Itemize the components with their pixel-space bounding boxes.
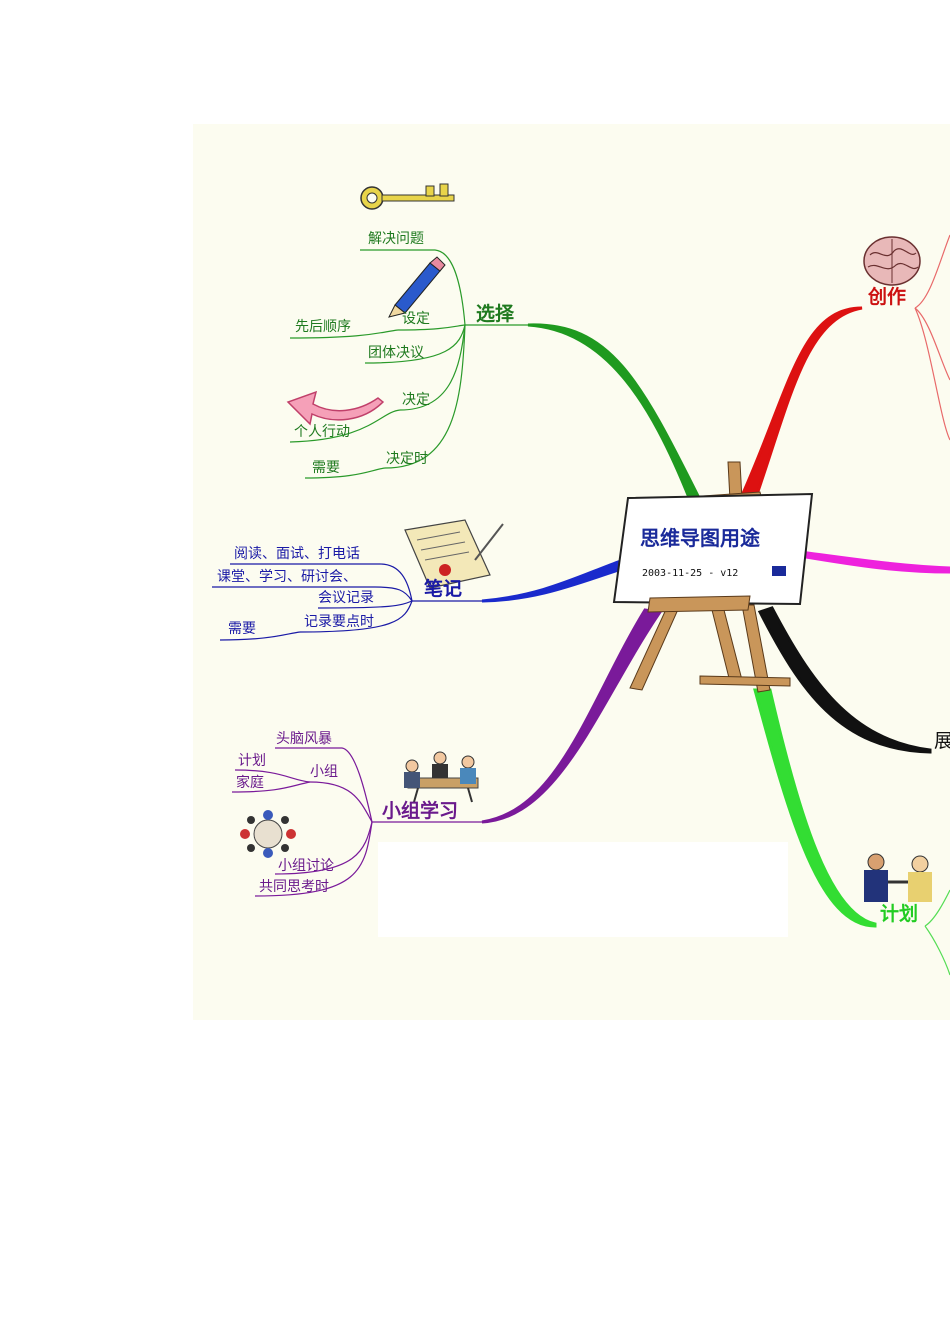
notes-reading-label: 阅读、面试、打电话 — [234, 546, 360, 562]
choose-when-label: 决定时 — [386, 451, 428, 467]
branch-plan-label: 计划 — [880, 903, 919, 925]
branch-black-line — [757, 606, 932, 754]
branch-right-magenta-line — [798, 550, 950, 574]
right-edge-lines — [914, 234, 950, 976]
notes-class-label: 课堂、学习、研讨会、 — [217, 569, 357, 585]
notes-sub-lines — [212, 563, 482, 641]
branch-notes-label: 笔记 — [424, 578, 463, 600]
branch-group-label: 小组学习 — [382, 800, 459, 822]
branch-group-line — [481, 608, 663, 824]
arrow-icon — [286, 390, 385, 426]
choose-solve-label: 解决问题 — [368, 231, 424, 247]
choose-personal-label: 个人行动 — [294, 424, 350, 440]
key-icon — [360, 183, 455, 210]
group-think-label: 共同思考时 — [259, 879, 329, 895]
blank-region — [378, 842, 788, 937]
choose-set-label: 设定 — [402, 311, 430, 327]
branch-choose-line — [527, 323, 703, 502]
branch-plan-line — [753, 688, 877, 928]
branch-create-line — [737, 306, 863, 502]
group-discuss-label: 小组讨论 — [278, 858, 334, 874]
group-plan-label: 计划 — [238, 753, 266, 769]
branch-choose-label: 选择 — [476, 303, 515, 325]
choose-team-label: 团体决议 — [368, 345, 424, 361]
choose-sub-lines — [289, 249, 528, 479]
handshake-icon — [864, 853, 932, 902]
notes-meeting-label: 会议记录 — [318, 590, 374, 606]
scroll-icon — [404, 519, 504, 589]
easel-icon — [612, 461, 814, 693]
group-brainstorm-label: 头脑风暴 — [276, 731, 332, 747]
notes-need-label: 需要 — [228, 621, 256, 637]
center-title: 思维导图用途 — [640, 526, 760, 550]
center-subtitle: 2003-11-25 - v12 — [642, 568, 739, 579]
group-small-label: 小组 — [310, 764, 338, 780]
round-table-icon — [240, 810, 296, 858]
pencil-icon — [388, 256, 446, 318]
meeting-icon — [404, 751, 479, 803]
group-sub-lines — [231, 747, 482, 897]
group-family-label: 家庭 — [236, 775, 264, 791]
choose-order-label: 先后顺序 — [295, 319, 351, 335]
choose-need-label: 需要 — [312, 460, 340, 476]
brain-icon — [863, 236, 921, 286]
notes-when-label: 记录要点时 — [304, 614, 374, 630]
choose-decide-label: 决定 — [402, 392, 430, 408]
branch-black-label: 展 — [934, 730, 950, 752]
branch-create-label: 创作 — [868, 286, 907, 308]
